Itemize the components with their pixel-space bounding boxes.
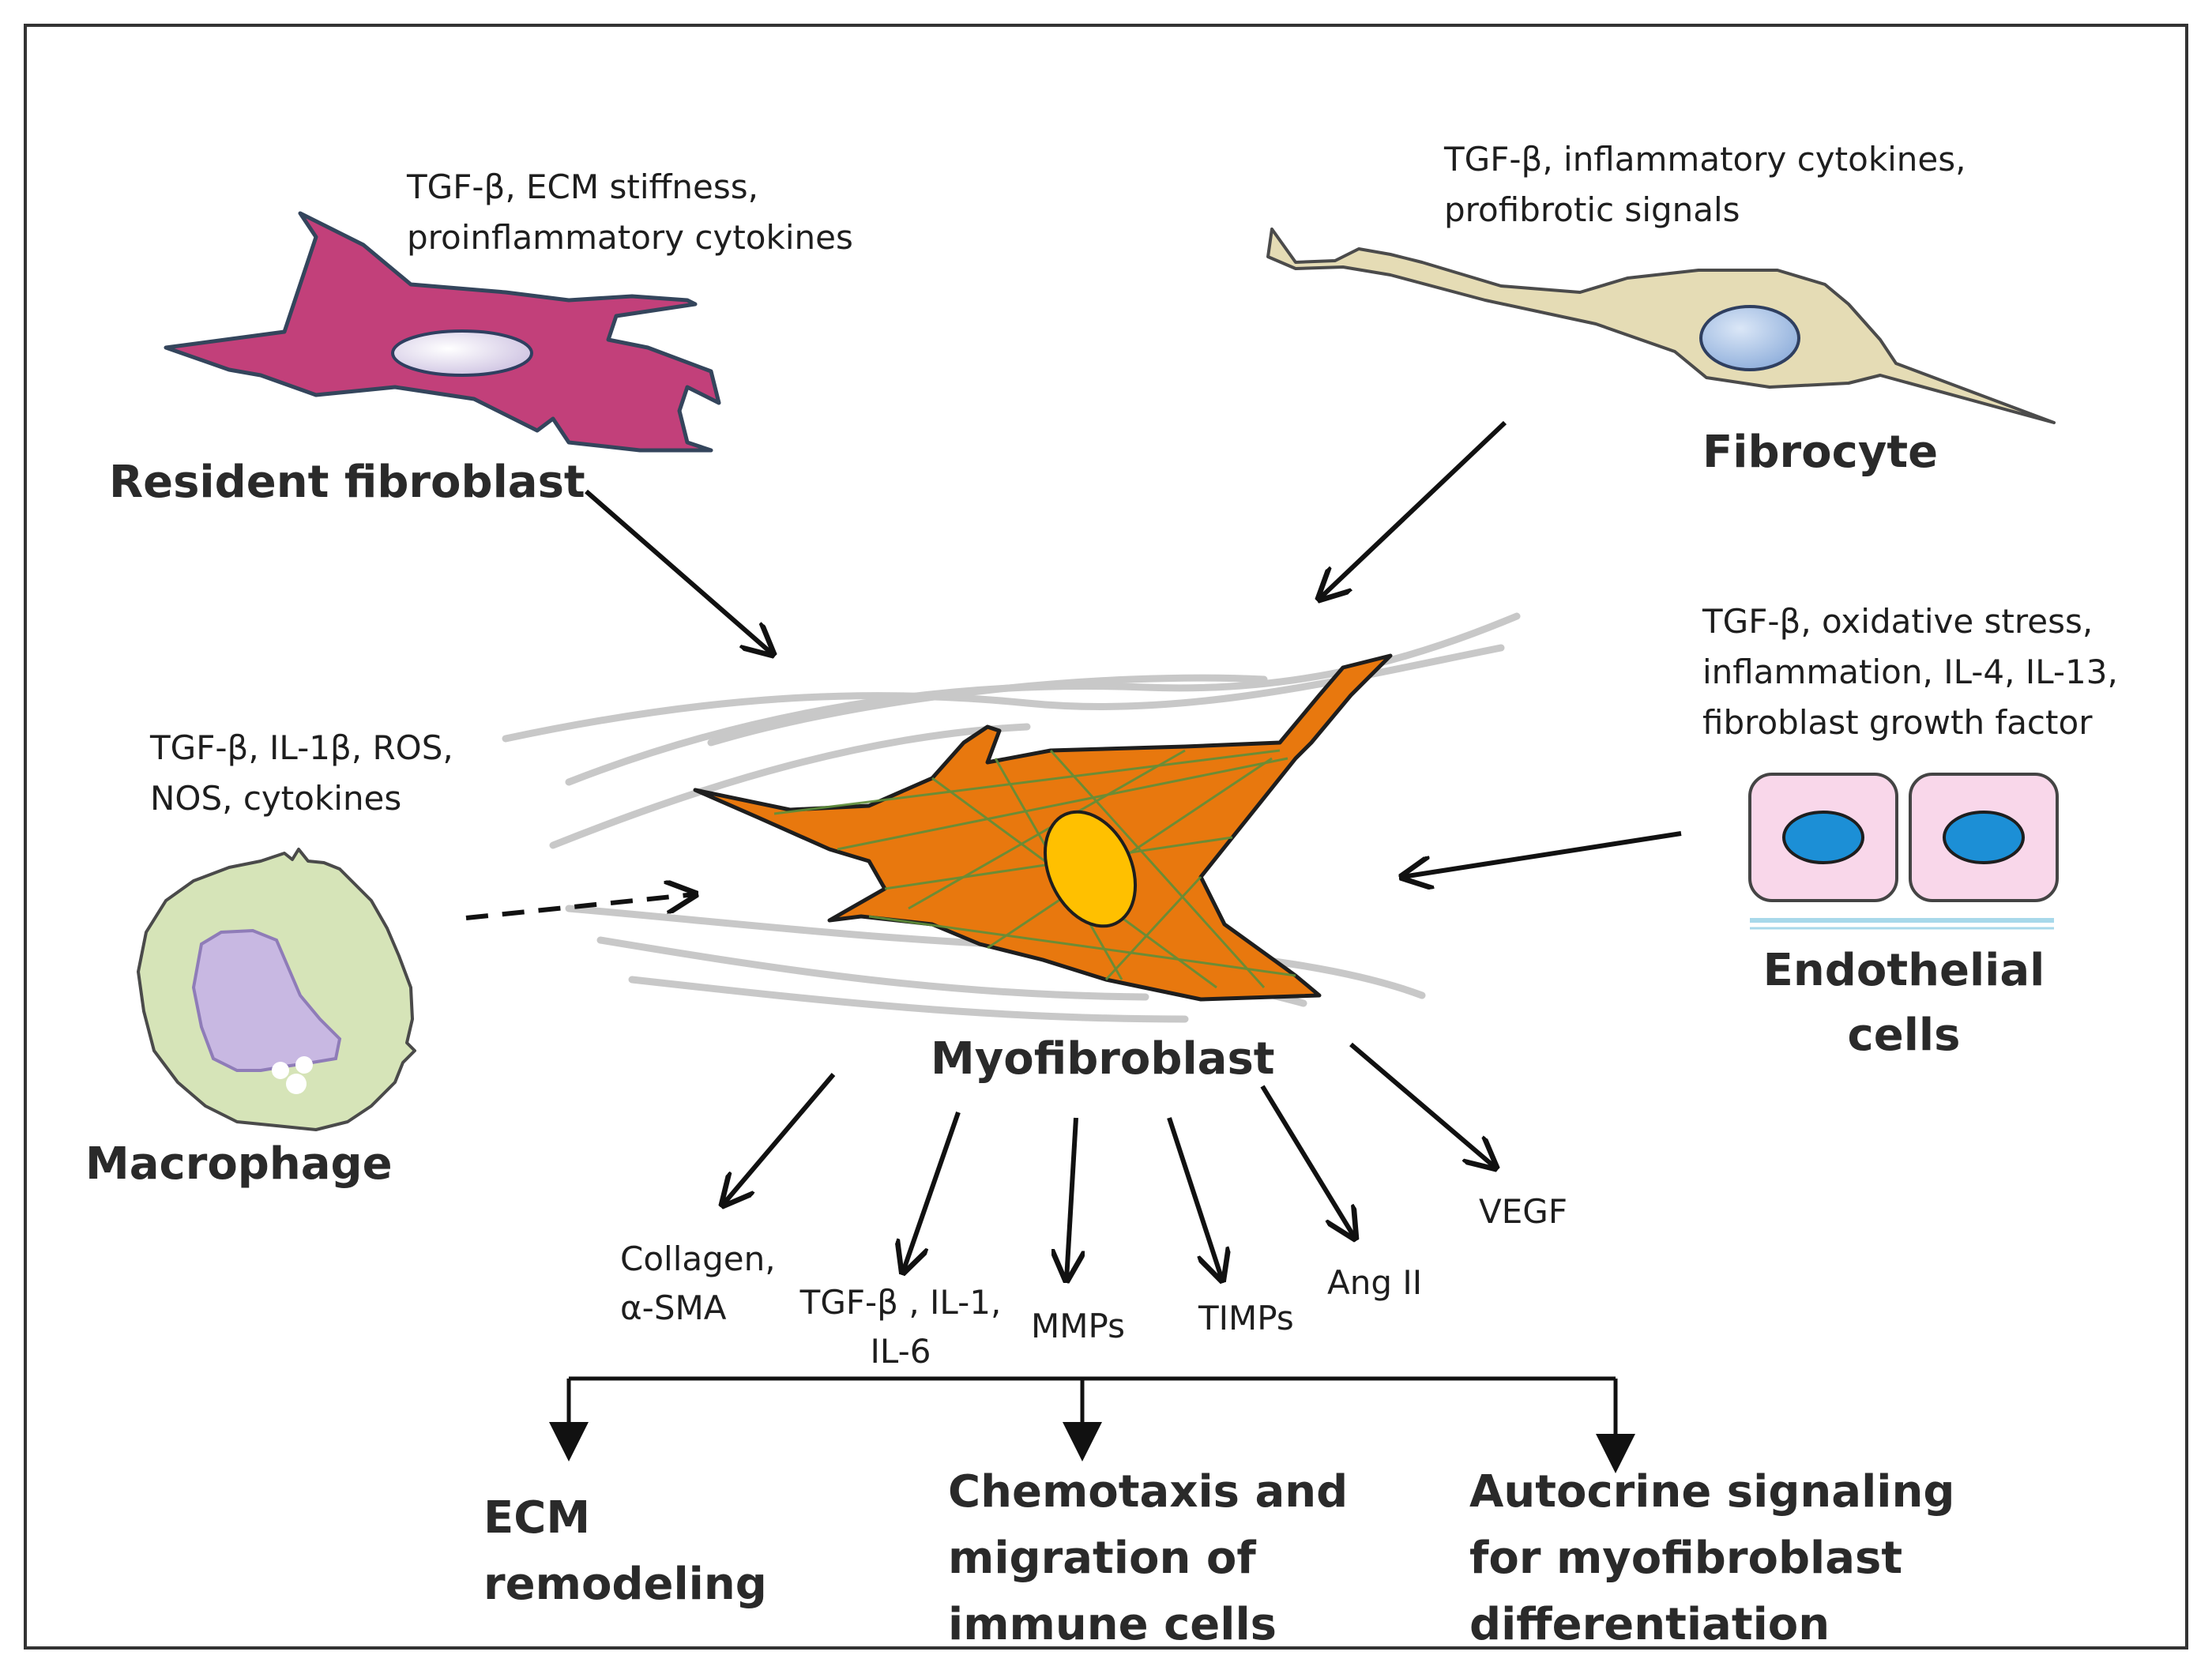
arrow-to-tgf-il — [903, 1112, 961, 1272]
arrow-to-vegf — [1349, 1042, 1495, 1168]
endothelial-cells — [1748, 773, 2059, 930]
myofibroblast-cell — [693, 653, 1393, 1002]
product-label-mmps: MMPs — [1031, 1307, 1125, 1345]
fibrocyte-nucleus — [1699, 305, 1800, 371]
arrow-endothelial-to-myofibroblast — [1402, 831, 1682, 877]
macrophage-signals: TGF-β, IL-1β, ROS, NOS, cytokines — [150, 728, 453, 818]
myofibroblast-nucleus — [1043, 810, 1138, 928]
macrophage-cell — [137, 848, 416, 1131]
resident-fibroblast-signals: TGF-β, ECM stiffness, proinflammatory cy… — [407, 167, 853, 257]
macrophage-granule — [272, 1062, 289, 1079]
product-label-tgf-il: TGF-β , IL-1, IL-6 — [799, 1283, 1002, 1371]
fibrocyte-label: Fibrocyte — [1702, 427, 1939, 478]
fibrocyte-cell — [1266, 228, 2056, 424]
arrow-to-ang-ii — [1260, 1085, 1355, 1238]
resident-fibroblast-cell — [164, 211, 721, 453]
product-label-ang-ii: Ang II — [1327, 1263, 1423, 1302]
endothelial-signals: TGF-β, oxidative stress, inflammation, I… — [1702, 602, 2118, 742]
product-label-vegf: VEGF — [1479, 1192, 1567, 1231]
outcome-autocrine-signaling: Autocrine signaling for myofibroblast di… — [1469, 1466, 1955, 1650]
endothelial-nucleus — [1943, 811, 2025, 864]
arrow-fibroblast-to-myofibroblast — [585, 489, 773, 654]
arrow-macrophage-to-myofibroblast — [465, 894, 695, 920]
outcome-bracket — [549, 1376, 1635, 1473]
macrophage-granule — [295, 1056, 313, 1074]
macrophage-granule — [286, 1074, 307, 1094]
endothelial-label: Endothelial cells — [1762, 945, 2045, 1061]
product-label-collagen: Collagen, α-SMA — [620, 1240, 776, 1327]
macrophage-nucleus — [191, 928, 342, 1072]
arrow-fibrocyte-to-myofibroblast — [1319, 420, 1507, 599]
arrow-to-mmps — [1066, 1117, 1076, 1280]
outcome-ecm-remodeling: ECM remodeling — [483, 1492, 767, 1610]
arrow-to-timps — [1167, 1117, 1222, 1280]
product-label-timps: TIMPs — [1198, 1299, 1294, 1337]
macrophage-label: Macrophage — [85, 1138, 393, 1190]
fibrocyte-signals: TGF-β, inflammatory cytokines, profibrot… — [1444, 140, 1966, 229]
arrow-to-collagen — [723, 1073, 836, 1205]
outcome-chemotaxis: Chemotaxis and migration of immune cells — [948, 1466, 1349, 1650]
diagram-frame — [24, 24, 2188, 1650]
endothelial-nucleus — [1782, 811, 1864, 864]
resident-fibroblast-nucleus — [391, 329, 533, 377]
resident-fibroblast-label: Resident fibroblast — [109, 457, 585, 508]
myofibroblast-label: Myofibroblast — [931, 1033, 1275, 1085]
